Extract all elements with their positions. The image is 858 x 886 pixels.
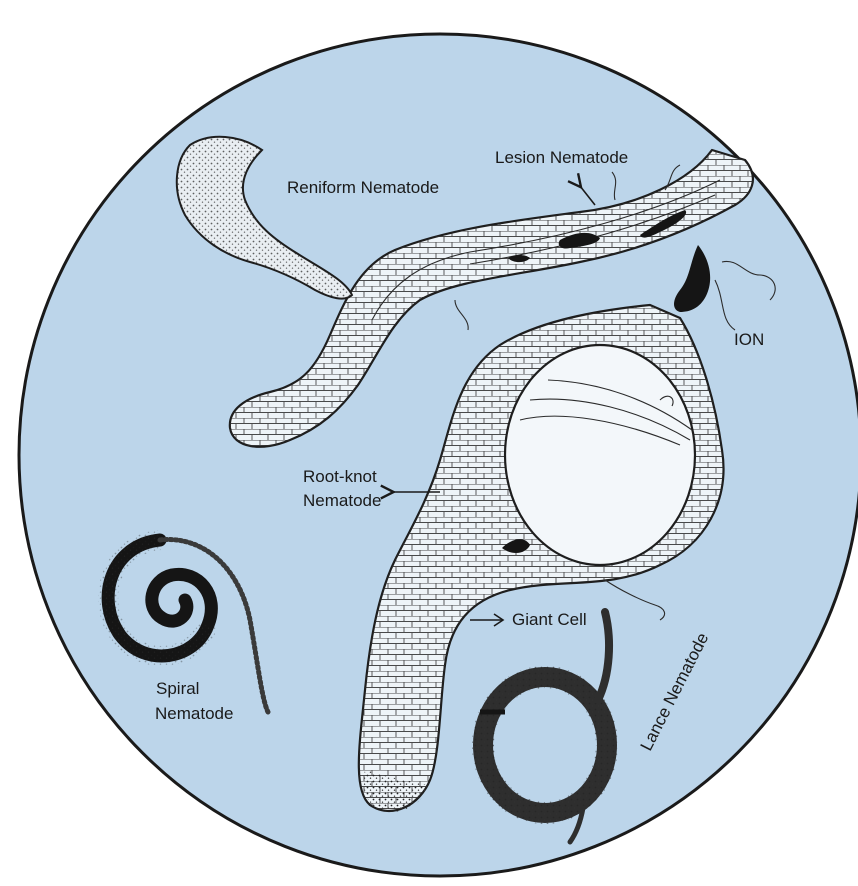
giant-cell-label: Giant Cell xyxy=(512,610,587,629)
reniform-label: Reniform Nematode xyxy=(287,178,439,197)
root-knot-label-line2: Nematode xyxy=(303,491,381,510)
spiral-label-line1: Spiral xyxy=(156,679,199,698)
spiral-label-line2: Nematode xyxy=(155,704,233,723)
root-knot-label-line1: Root-knot xyxy=(303,467,377,486)
lesion-label: Lesion Nematode xyxy=(495,148,628,167)
ion-label: ION xyxy=(734,330,764,349)
root-knot-gall xyxy=(505,345,695,565)
